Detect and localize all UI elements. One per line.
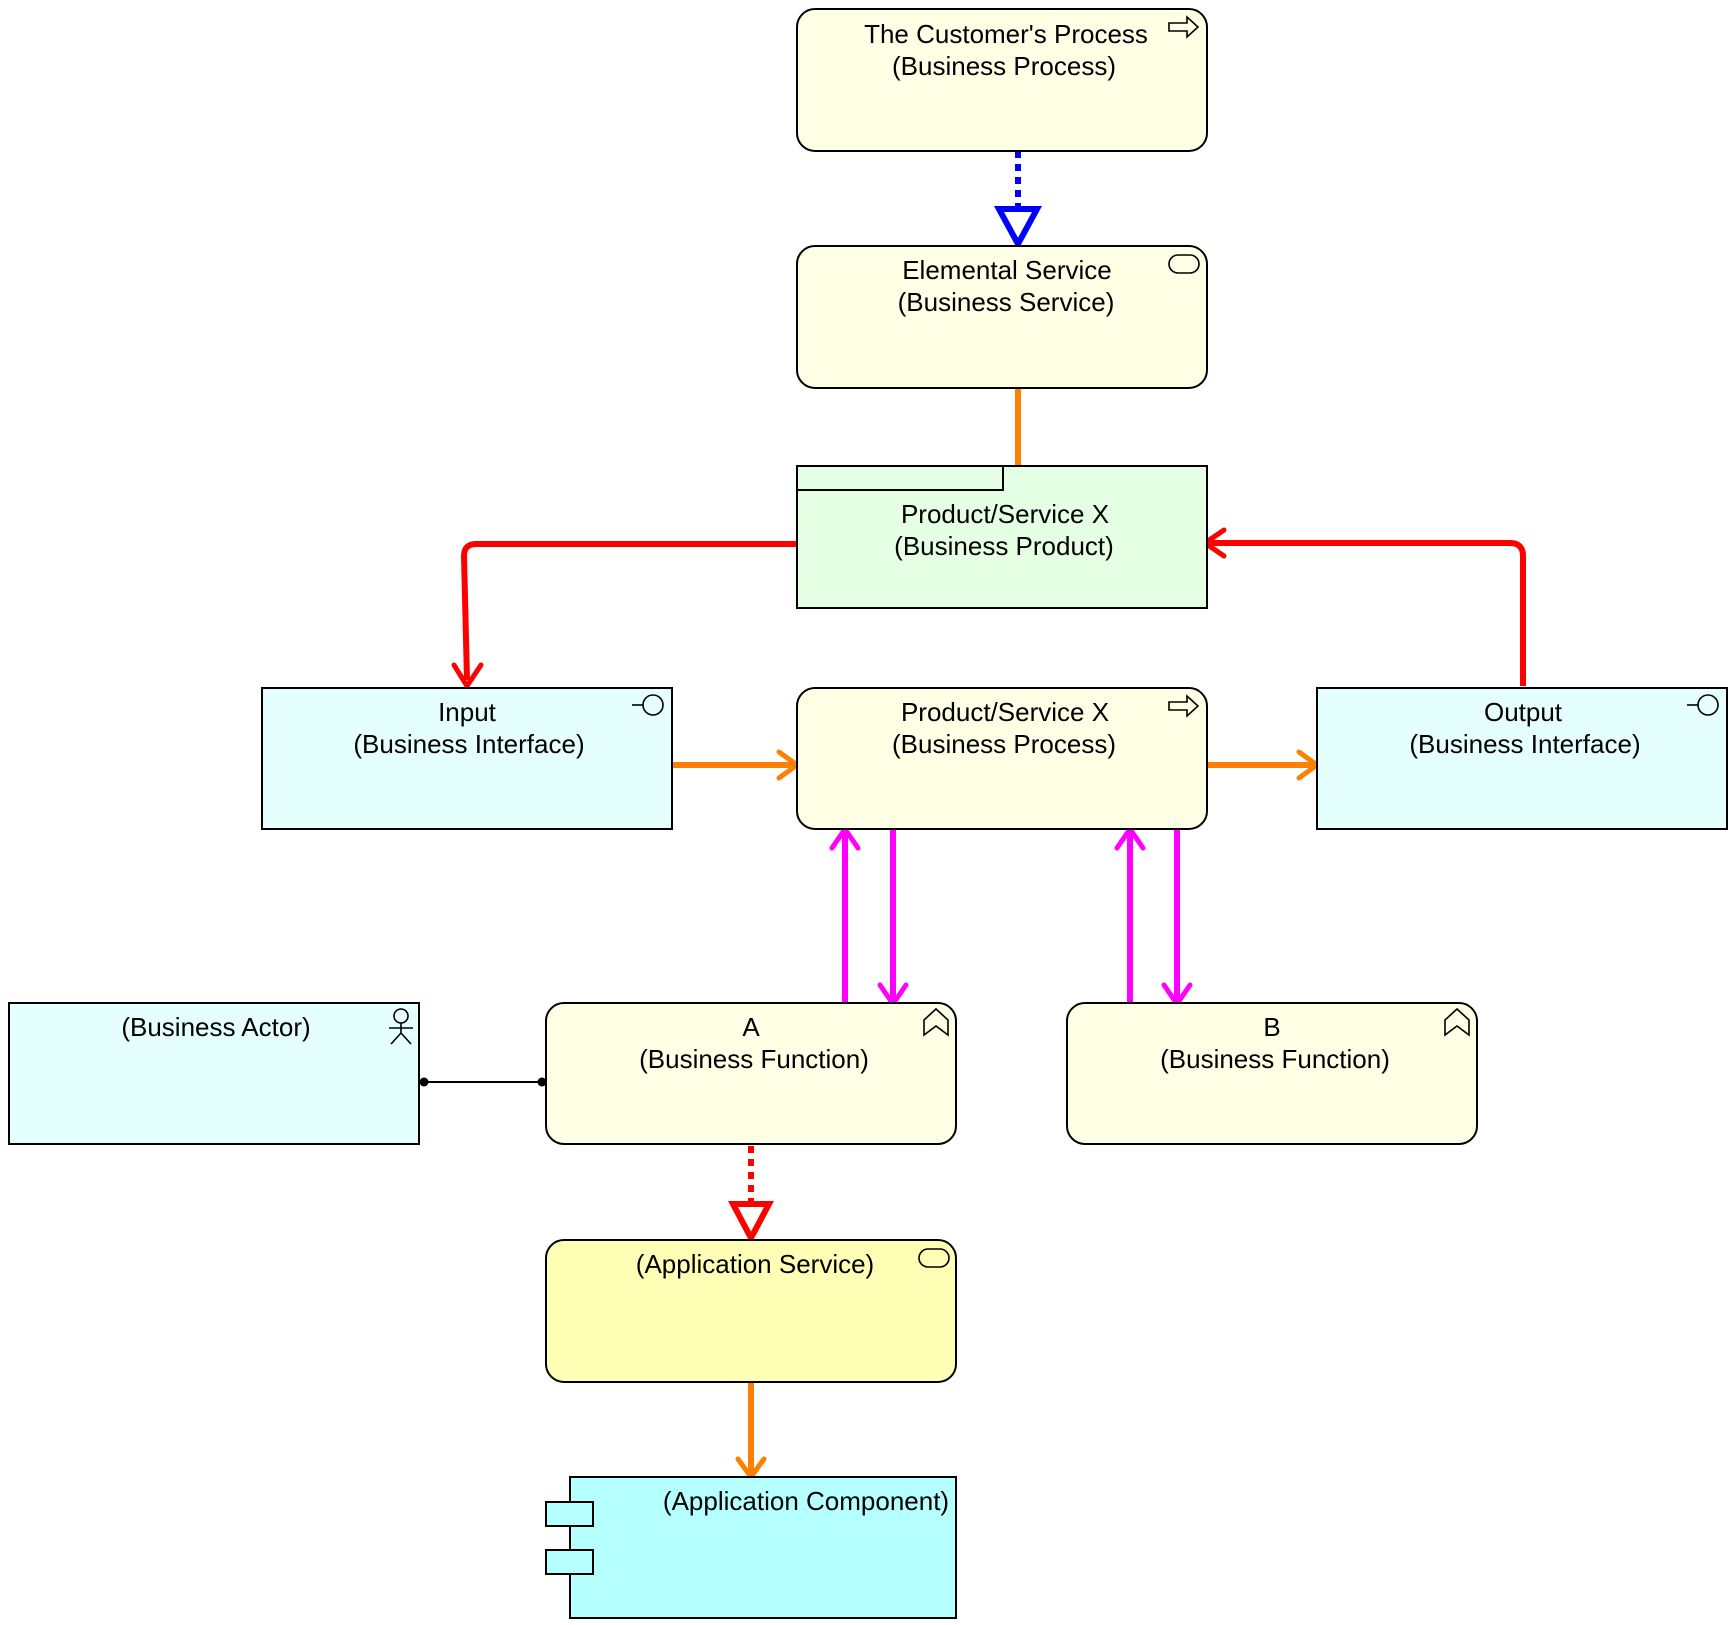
serving-process-to-output[interactable] [1207, 749, 1320, 781]
product-tab-icon [797, 466, 1004, 491]
element-name: Output [1484, 697, 1563, 727]
element-elemental-service[interactable]: Elemental Service (Business Service) [796, 245, 1208, 389]
element-function-b[interactable]: B (Business Function) [1066, 1002, 1478, 1145]
element-type-label: (Application Service) [636, 1249, 874, 1279]
serving-input-to-process[interactable] [672, 749, 800, 781]
element-type-label: (Business Actor) [121, 1012, 310, 1042]
element-name: The Customer's Process [864, 19, 1148, 49]
function-chevron-icon [1444, 1007, 1470, 1037]
serving-app-service-to-app-component[interactable] [735, 1382, 767, 1480]
element-type-label: (Business Product) [894, 531, 1114, 561]
function-chevron-icon [923, 1007, 949, 1037]
process-arrow-icon [1168, 15, 1200, 39]
flow-process-to-function-b[interactable] [1161, 829, 1193, 1007]
element-name: B [1263, 1012, 1280, 1042]
service-pill-icon [1168, 254, 1200, 274]
element-name: Input [438, 697, 497, 727]
process-arrow-icon [1168, 694, 1200, 718]
element-type-label: (Business Interface) [353, 729, 584, 759]
element-function-a[interactable]: A (Business Function) [545, 1002, 957, 1145]
association-actor-to-function-a[interactable] [419, 1077, 547, 1087]
interface-lollipop-icon [1687, 694, 1719, 716]
triggering-product-to-input[interactable] [451, 541, 797, 689]
element-application-service[interactable]: (Application Service) [545, 1239, 957, 1383]
element-type-label: (Business Process) [892, 729, 1116, 759]
element-type-label: (Business Process) [892, 51, 1116, 81]
element-type-label: (Business Function) [1160, 1044, 1390, 1074]
interface-lollipop-icon [632, 694, 664, 716]
element-customer-process[interactable]: The Customer's Process (Business Process… [796, 8, 1208, 152]
element-business-process[interactable]: Product/Service X (Business Process) [796, 687, 1208, 830]
element-type-label: (Business Interface) [1409, 729, 1640, 759]
actor-stick-figure-icon [389, 1008, 413, 1045]
service-pill-icon [918, 1248, 950, 1268]
triggering-output-to-product[interactable] [1202, 527, 1526, 686]
element-business-actor[interactable]: (Business Actor) [8, 1002, 420, 1145]
flow-function-a-to-process[interactable] [829, 826, 861, 1003]
element-application-component[interactable]: (Application Component) [545, 1476, 957, 1619]
element-name: A [742, 1012, 760, 1042]
element-input-interface[interactable]: Input (Business Interface) [261, 687, 673, 830]
flow-process-to-function-a[interactable] [877, 829, 909, 1007]
element-type-label: (Business Function) [639, 1044, 869, 1074]
element-type-label: (Application Component) [663, 1486, 949, 1516]
element-output-interface[interactable]: Output (Business Interface) [1316, 687, 1728, 830]
flow-function-b-to-process[interactable] [1114, 826, 1146, 1003]
component-icon [545, 1501, 594, 1575]
realization-customer-to-elemental-service[interactable] [993, 151, 1043, 251]
element-business-product[interactable]: Product/Service X (Business Product) [796, 465, 1208, 609]
realization-function-a-to-app-service[interactable] [728, 1146, 774, 1245]
element-name: Elemental Service [902, 255, 1112, 285]
element-type-label: (Business Service) [898, 287, 1115, 317]
element-name: Product/Service X [901, 697, 1109, 727]
element-name: Product/Service X [901, 499, 1109, 529]
